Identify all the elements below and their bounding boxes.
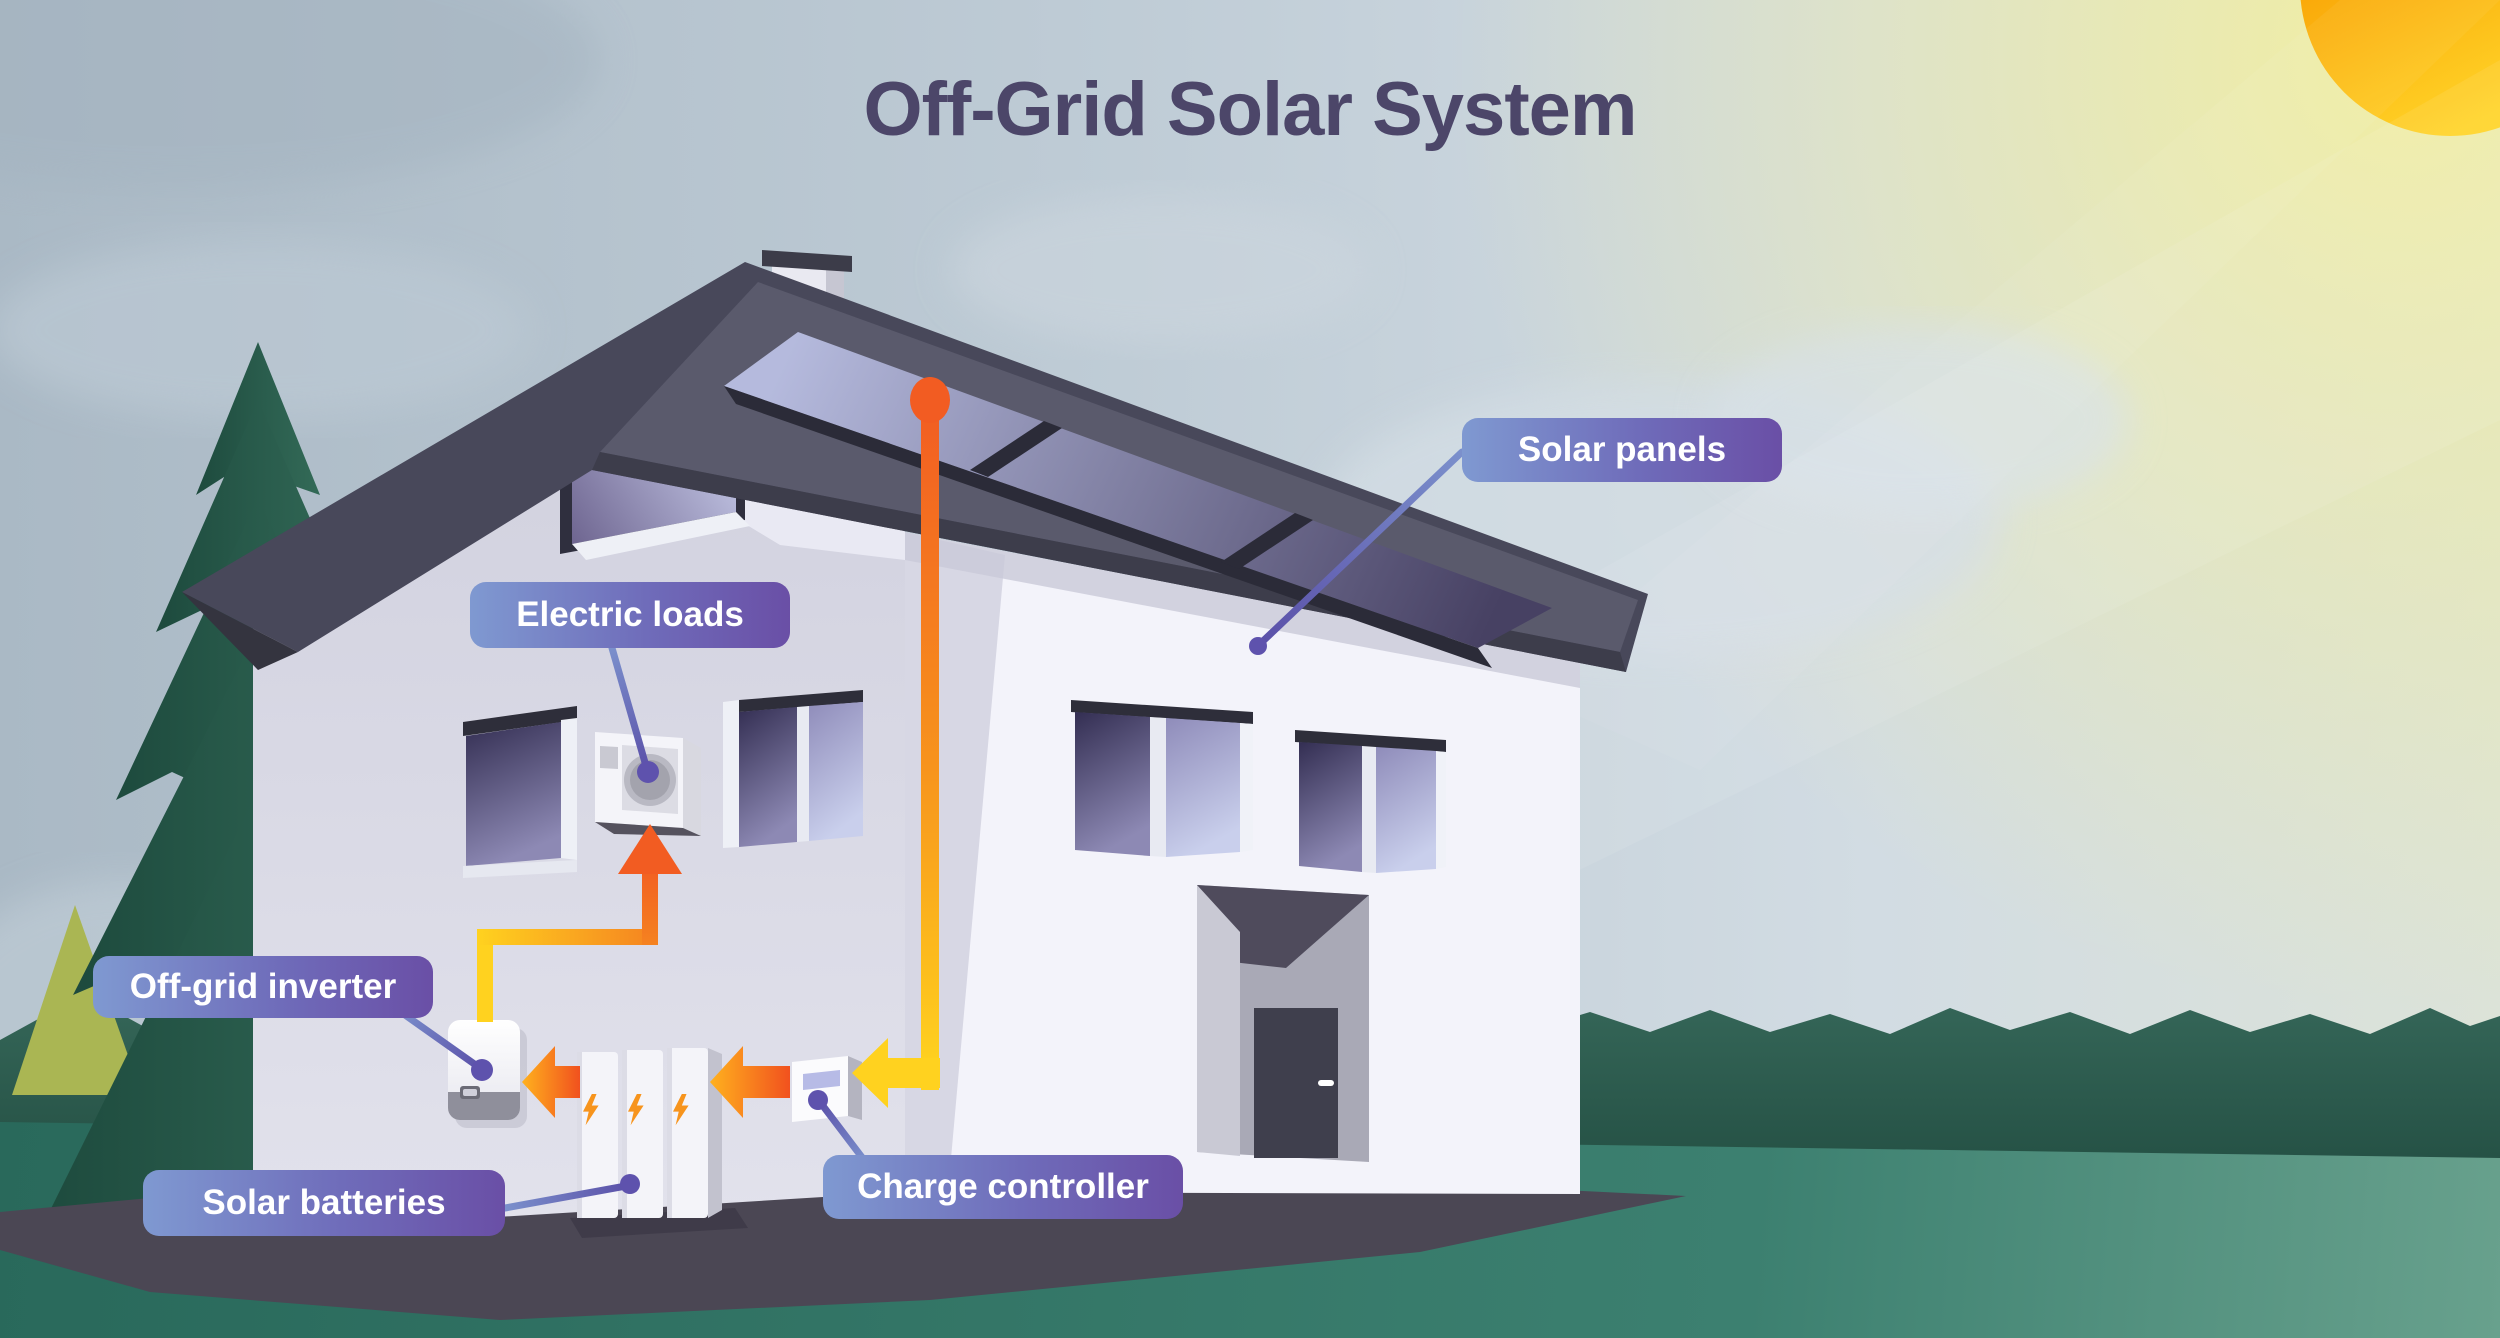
connector-electric-loads bbox=[608, 644, 650, 770]
wire-panel-to-controller bbox=[921, 400, 939, 1090]
page-title: Off-Grid Solar System bbox=[863, 67, 1638, 152]
wire-inverter-up bbox=[477, 937, 493, 1022]
charge-controller-device bbox=[792, 1056, 862, 1122]
label-electric-loads: Electric loads bbox=[470, 582, 790, 648]
cloud bbox=[0, 240, 530, 420]
window-gable-double bbox=[723, 690, 863, 848]
window-front-1 bbox=[1071, 700, 1253, 857]
wire-junction-dot bbox=[910, 377, 950, 423]
wiring bbox=[477, 377, 950, 1118]
connector-solar-panels bbox=[1258, 448, 1466, 646]
cloud bbox=[0, 0, 600, 190]
front-wall-eave-shade bbox=[905, 532, 1580, 688]
flow-arrow-into-controller bbox=[852, 1038, 940, 1108]
sunbeam bbox=[1520, 0, 2500, 770]
solar-panel-gap bbox=[1221, 513, 1313, 569]
cloud bbox=[1710, 325, 2130, 515]
solar-panel-gap bbox=[970, 421, 1062, 477]
label-solar-panels: Solar panels bbox=[1462, 418, 1782, 482]
flow-arrow-batteries-to-inverter bbox=[522, 1046, 580, 1118]
window-gable-left bbox=[463, 706, 577, 878]
connector-off-grid-inverter bbox=[394, 1006, 484, 1072]
connector-solar-batteries bbox=[501, 1182, 630, 1212]
pine-tree-back bbox=[12, 905, 142, 1095]
label-charge-controller: Charge controller bbox=[823, 1155, 1183, 1219]
flow-arrow-controller-to-batteries bbox=[710, 1046, 790, 1118]
cloud bbox=[950, 195, 1370, 345]
wire-to-loads bbox=[642, 872, 658, 945]
front-wall bbox=[905, 532, 1580, 1194]
label-off-grid-inverter: Off-grid inverter bbox=[93, 956, 433, 1018]
battery-device bbox=[570, 1048, 748, 1238]
door-handle bbox=[1318, 1080, 1334, 1086]
controller-screen bbox=[803, 1070, 840, 1090]
connectors bbox=[394, 448, 1466, 1212]
flow-arrow-into-loads bbox=[618, 824, 682, 874]
ac-unit-electric-loads-device bbox=[595, 732, 701, 836]
door bbox=[1197, 885, 1369, 1162]
connector-charge-controller bbox=[816, 1098, 868, 1164]
window-front-2 bbox=[1295, 730, 1446, 873]
label-solar-batteries: Solar batteries bbox=[143, 1170, 505, 1236]
sun-icon bbox=[2300, 0, 2500, 136]
wire-elbow bbox=[477, 929, 658, 945]
